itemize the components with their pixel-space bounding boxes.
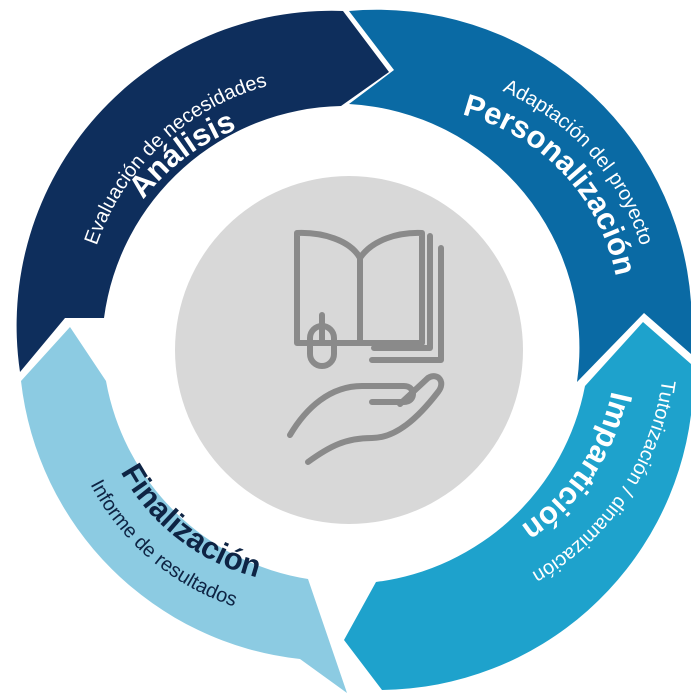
center-circle [175,176,523,524]
segment-imparticion [344,322,691,690]
book-hand-mouse-icon [287,229,445,465]
segment-finalizacion [21,327,347,693]
segment-personalizacion [349,9,691,382]
segment-analisis [16,10,390,373]
